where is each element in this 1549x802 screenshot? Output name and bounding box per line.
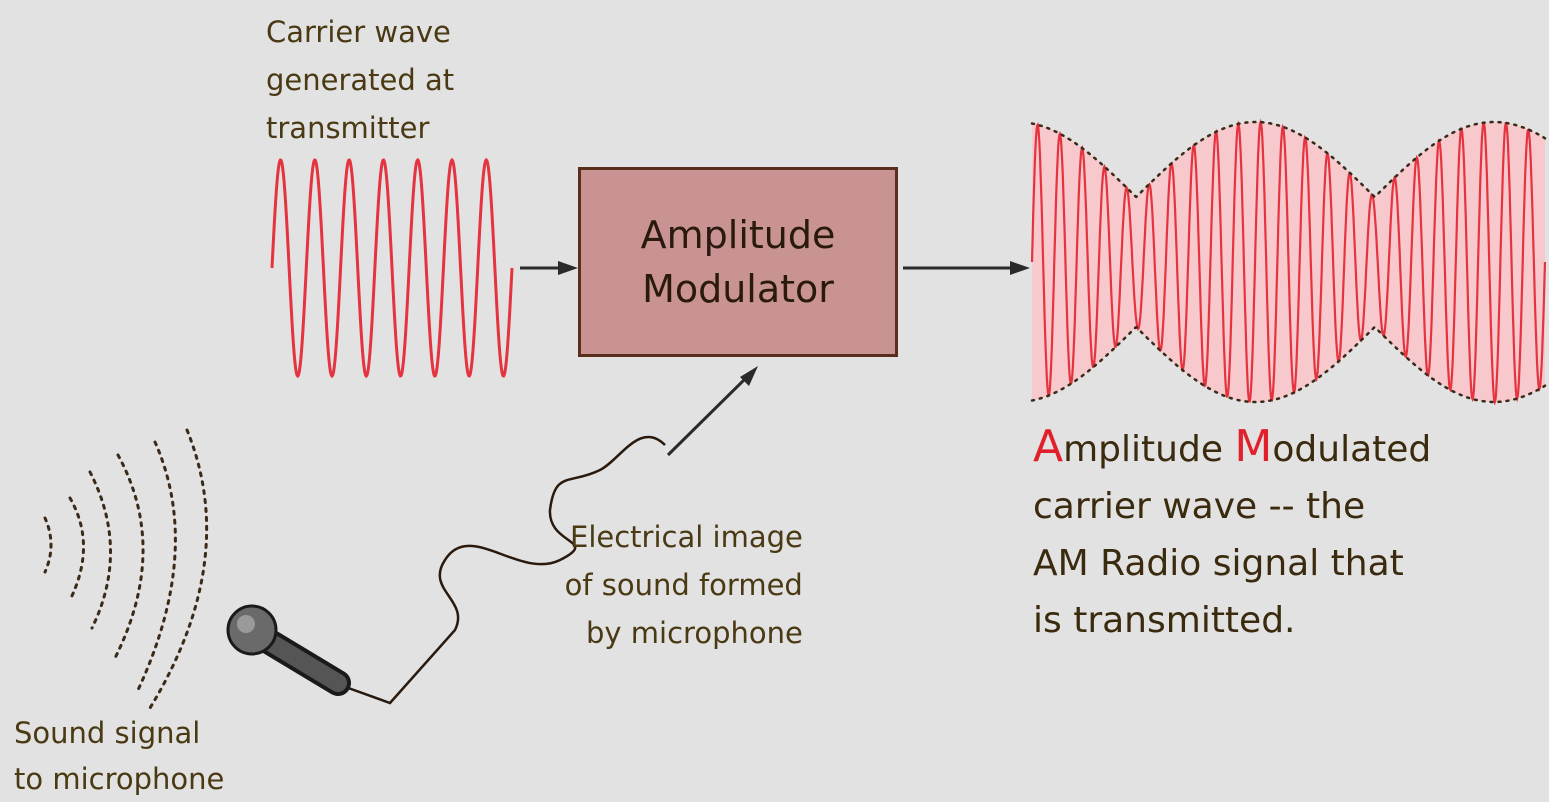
microphone-icon: [226, 604, 351, 696]
carrier-wave-label: Carrier wave generated at transmitter: [266, 8, 454, 152]
carrier-label-line-1: Carrier wave: [266, 15, 451, 49]
sound-label-line-1: Sound signal: [14, 716, 201, 750]
am-output-label: Amplitude Modulated carrier wave -- the …: [1033, 418, 1431, 649]
sound-label-line-2: to microphone: [14, 762, 225, 796]
electrical-image-label: Electrical image of sound formed by micr…: [500, 513, 803, 657]
carrier-wave: [270, 157, 514, 379]
am-modulated-wave: [1030, 118, 1547, 406]
sound-waves-icon: [43, 428, 209, 710]
am-word-2-rest: odulated: [1272, 429, 1432, 470]
am-word-1-rest: mplitude: [1063, 429, 1235, 470]
carrier-label-line-2: generated at: [266, 63, 455, 97]
amplitude-modulator-box: Amplitude Modulator: [578, 167, 898, 357]
am-label-line-3: AM Radio signal that: [1033, 543, 1404, 584]
am-label-line-4: is transmitted.: [1033, 600, 1296, 641]
arrow-carrier-to-modulator: [520, 261, 578, 275]
arrow-signal-to-modulator: [666, 366, 758, 457]
sound-signal-label: Sound signal to microphone: [14, 710, 224, 802]
am-label-line-1: Amplitude Modulated: [1033, 418, 1431, 478]
am-label-line-2: carrier wave -- the: [1033, 486, 1366, 527]
am-envelope-top: [1030, 120, 1547, 199]
modulator-label-line-2: Modulator: [642, 267, 834, 311]
am-letter-m: M: [1234, 421, 1273, 472]
electrical-label-line-3: by microphone: [586, 616, 803, 650]
am-letter-a: A: [1033, 421, 1064, 472]
electrical-label-line-1: Electrical image: [570, 520, 803, 554]
carrier-label-line-3: transmitter: [266, 111, 430, 145]
electrical-signal-wire: [339, 435, 666, 705]
am-envelope-bottom: [1030, 325, 1547, 404]
electrical-label-line-2: of sound formed: [564, 568, 803, 602]
modulator-label-line-1: Amplitude: [640, 213, 836, 257]
arrow-modulator-to-output: [903, 261, 1030, 275]
